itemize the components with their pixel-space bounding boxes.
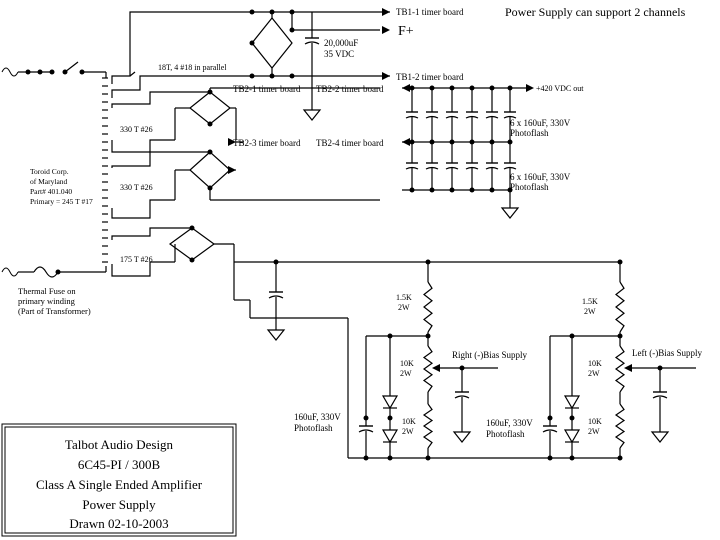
label-tb1-2: TB1-2 timer board (396, 72, 464, 82)
zener-diode-1 (563, 395, 581, 410)
zener-diode-1 (381, 395, 399, 410)
label-transformer-2: of Maryland (30, 177, 68, 186)
label-transformer-4: Primary = 245 T #17 (30, 197, 93, 206)
label-winding-175: 175 T #26 (120, 255, 153, 264)
pot-wiper-arrow (624, 364, 632, 372)
label-right-bias: Right (-)Bias Supply (452, 350, 528, 360)
primary-input (1, 61, 108, 278)
hv-winding-1 (111, 87, 380, 153)
thermal-fuse-symbol (33, 266, 59, 278)
bias-pot-10k (614, 345, 626, 393)
bias-resistor-10k (614, 403, 626, 449)
pot-wiper-arrow (432, 364, 440, 372)
bias-resistor-1-5k (423, 281, 433, 333)
label-bank-2-b: Photoflash (510, 182, 549, 192)
label-r-right-top: 1.5K (396, 293, 412, 302)
ground-symbol (452, 431, 472, 443)
label-cap-right-b: Photoflash (294, 423, 333, 433)
hv-winding-2 (111, 149, 380, 219)
label-r-left-pot: 10K (588, 359, 602, 368)
label-hv-out: +420 VDC out (536, 84, 584, 93)
label-r-right-pot: 10K (400, 359, 414, 368)
label-tb1-1: TB1-1 timer board (396, 7, 464, 17)
bias-pot-10k (422, 345, 434, 393)
label-tb2-1: TB2-1 timer board (233, 84, 301, 94)
heater-winding (111, 8, 390, 121)
label-fuse-1: Thermal Fuse on (18, 286, 76, 296)
title-block (1, 423, 237, 537)
label-transformer-3: Part# 401.040 (30, 187, 72, 196)
label-r-right-bot-w: 2W (402, 427, 414, 436)
bias-resistor-1-5k (615, 281, 625, 333)
label-r-right-top-w: 2W (398, 303, 410, 312)
label-r-right-pot-w: 2W (400, 369, 412, 378)
label-r-right-bot: 10K (402, 417, 416, 426)
bias-winding (111, 225, 620, 341)
title-line-1: Talbot Audio Design (65, 437, 174, 452)
label-cap-left-a: 160uF, 330V (486, 418, 533, 428)
bridge-rectifier-bias (168, 227, 216, 261)
label-r-left-pot-w: 2W (588, 369, 600, 378)
label-tb2-2: TB2-2 timer board (316, 84, 384, 94)
label-filter-cap-voltage: 35 VDC (324, 49, 354, 59)
label-tb2-4: TB2-4 timer board (316, 138, 384, 148)
label-r-left-bot-w: 2W (588, 427, 600, 436)
zener-diode-2 (381, 429, 399, 444)
label-fuse-2: primary winding (18, 296, 76, 306)
title-line-4: Power Supply (82, 497, 156, 512)
title-line-2: 6C45-PI / 300B (78, 457, 161, 472)
capacitor-bank (405, 85, 517, 193)
title-line-3: Class A Single Ended Amplifier (36, 477, 203, 492)
label-transformer-1: Toroid Corp. (30, 167, 69, 176)
label-r-left-top: 1.5K (582, 297, 598, 306)
label-winding-330-a: 330 T #26 (120, 125, 153, 134)
zener-diode-2 (563, 429, 581, 444)
title-line-5: Drawn 02-10-2003 (69, 516, 168, 531)
power-switch (64, 61, 79, 73)
hv-rail (402, 84, 534, 219)
label-r-left-top-w: 2W (584, 307, 596, 316)
bridge-rectifier-hv2 (189, 151, 231, 189)
left-bias-network (428, 259, 696, 461)
label-bank-1-a: 6 x 160uF, 330V (510, 118, 571, 128)
label-winding-330-b: 330 T #26 (120, 183, 153, 192)
ground-symbol (650, 431, 670, 443)
label-left-bias: Left (-)Bias Supply (632, 348, 702, 358)
label-bank-2-a: 6 x 160uF, 330V (510, 172, 571, 182)
label-heater-winding: 18T, 4 #18 in parallel (158, 63, 227, 72)
bridge-rectifier-hv1 (189, 91, 231, 125)
label-fplus: F+ (398, 24, 414, 39)
label-bank-1-b: Photoflash (510, 128, 549, 138)
label-filter-cap-value: 20,000uF (324, 38, 358, 48)
channels-note: Power Supply can support 2 channels (505, 5, 686, 19)
label-r-left-bot: 10K (588, 417, 602, 426)
right-bias-network (276, 259, 498, 461)
label-tb2-3: TB2-3 timer board (233, 138, 301, 148)
bridge-rectifier-heater (251, 17, 293, 69)
label-cap-left-b: Photoflash (486, 429, 525, 439)
label-fuse-3: (Part of Transformer) (18, 306, 91, 316)
label-cap-right-a: 160uF, 330V (294, 412, 341, 422)
bias-resistor-10k (422, 403, 434, 449)
